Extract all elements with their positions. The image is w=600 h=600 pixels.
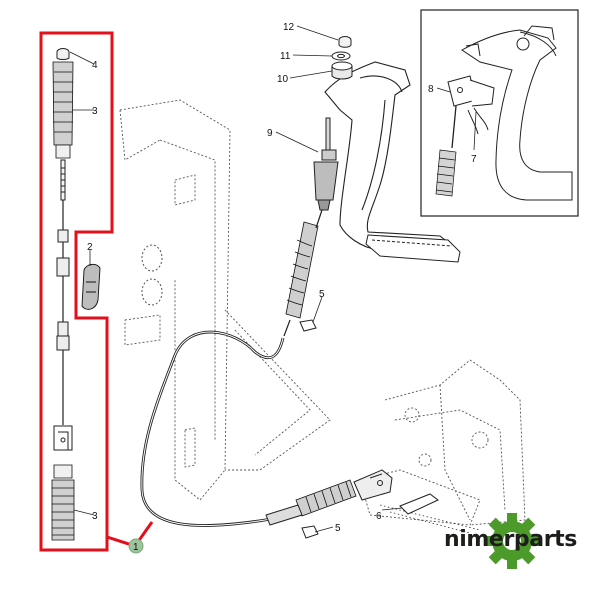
washer-part-11 <box>331 51 351 61</box>
leader-lines <box>69 25 477 533</box>
pedal-pad <box>365 234 461 263</box>
inset-rod <box>451 105 457 149</box>
upper-bellows <box>285 221 319 319</box>
callout-5-upper: 5 <box>319 289 325 300</box>
callout-9: 9 <box>267 128 273 139</box>
lock-washer-lower <box>301 525 319 539</box>
reference-badge <box>128 538 144 554</box>
callout-5-lower: 5 <box>335 523 341 534</box>
upper-cable-rod <box>283 209 323 337</box>
brand-name: nimerparts <box>444 527 577 552</box>
frame-holes <box>141 244 163 306</box>
gear-logo-icon <box>484 513 540 569</box>
inset-bellows <box>435 149 457 197</box>
exploded-fitting-mid <box>56 229 70 277</box>
callout-6: 6 <box>376 511 382 522</box>
chassis-frame <box>119 99 331 501</box>
callout-7: 7 <box>471 154 477 165</box>
gear-teeth <box>379 504 481 534</box>
callout-3-upper: 3 <box>92 106 98 117</box>
inset-spring-clip-part-7 <box>467 107 489 135</box>
transmission-housing <box>359 359 526 526</box>
callout-10: 10 <box>277 74 289 85</box>
lower-clevis <box>353 469 393 501</box>
callout-2: 2 <box>87 242 93 253</box>
callout-1: 1 <box>133 542 139 553</box>
cable-sleeve-part-9 <box>313 117 339 211</box>
nut-part-12 <box>338 36 352 48</box>
lock-washer-upper <box>299 319 317 332</box>
exploded-clevis <box>53 425 73 451</box>
callout-8: 8 <box>428 84 434 95</box>
exploded-boot-lower-part-3 <box>51 464 75 541</box>
lower-lever-part-6 <box>399 493 439 515</box>
lower-ferrule <box>265 504 303 526</box>
bushing-part-10 <box>331 61 353 80</box>
exploded-threaded-rod <box>60 159 66 201</box>
callout-4: 4 <box>92 60 98 71</box>
highlight-outline <box>39 31 114 552</box>
control-cable <box>140 330 313 527</box>
callout-11: 11 <box>280 51 291 62</box>
exploded-fitting-lower <box>56 321 70 351</box>
callout-12: 12 <box>283 22 295 33</box>
exploded-boot-upper-part-3 <box>52 61 74 159</box>
callout-3-lower: 3 <box>92 511 98 522</box>
lower-bellows <box>295 479 357 517</box>
inset-clevis-part-8 <box>447 75 495 107</box>
exploded-nut-part-4 <box>56 48 70 60</box>
exploded-grommet-part-2 <box>81 263 101 310</box>
inset-pedal <box>461 25 573 201</box>
control-cable-highlight <box>141 331 313 527</box>
